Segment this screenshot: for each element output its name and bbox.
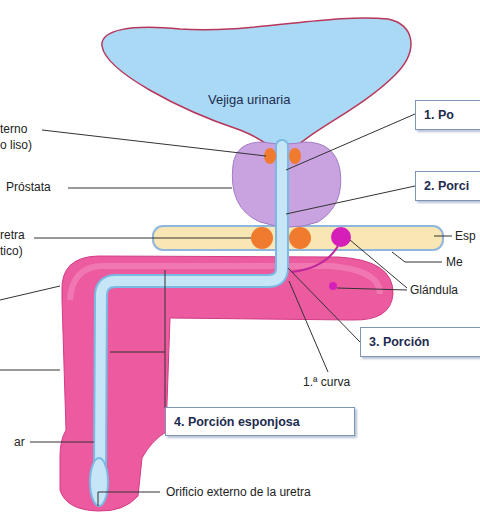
leader-line [98,492,160,506]
penis-body [60,256,393,511]
part-label: Esp [455,229,476,243]
leader-line [110,352,165,353]
portion-box: 2. Porci [415,171,480,201]
leader-line [68,188,232,189]
leader-line [0,370,60,371]
bladder-fill [102,18,411,153]
portion-box: 1. Po [415,100,480,130]
part-label: tico) [0,244,23,258]
part-label: Me [446,255,463,269]
bulbourethral-gland [331,227,351,247]
part-label: Próstata [6,180,51,194]
portion-box: 3. Porción [360,327,480,357]
gland-duct [292,246,338,272]
bladder-outline [98,12,416,154]
organ-label: Vejiga urinaria [208,92,290,107]
leader-line [337,288,407,290]
leader-line [434,236,452,237]
part-label: Glándula [410,283,458,297]
leader-line [165,270,166,408]
leader-line [30,442,94,443]
portion-title: 1. Po [424,108,454,122]
portion-title: 2. Porci [424,179,469,193]
part-label: retra [0,228,25,242]
leader-line [392,252,442,262]
leader-line [42,130,266,156]
portion-box: 4. Porción esponjosa [165,407,355,436]
bladder-shape: Vejiga urinaria [98,12,416,154]
leader-line [286,186,415,214]
leader-line [289,281,328,372]
part-label: Orificio externo de la uretra [166,485,311,499]
external-sphincter [289,227,311,249]
external-sphincter [251,227,273,249]
portion-title: 3. Porción [369,335,429,349]
part-label: 1.ª curva [303,375,350,389]
leader-line [0,286,60,300]
portion-title: 4. Porción esponjosa [174,415,300,429]
part-label: o liso) [0,138,32,152]
part-label: ar [14,435,25,449]
navicular-fossa [90,458,108,506]
bulbourethral-gland [329,282,337,290]
leader-line [34,238,251,239]
leader-line [350,240,407,288]
part-label: terno [0,122,27,136]
internal-sphincter [289,148,301,164]
